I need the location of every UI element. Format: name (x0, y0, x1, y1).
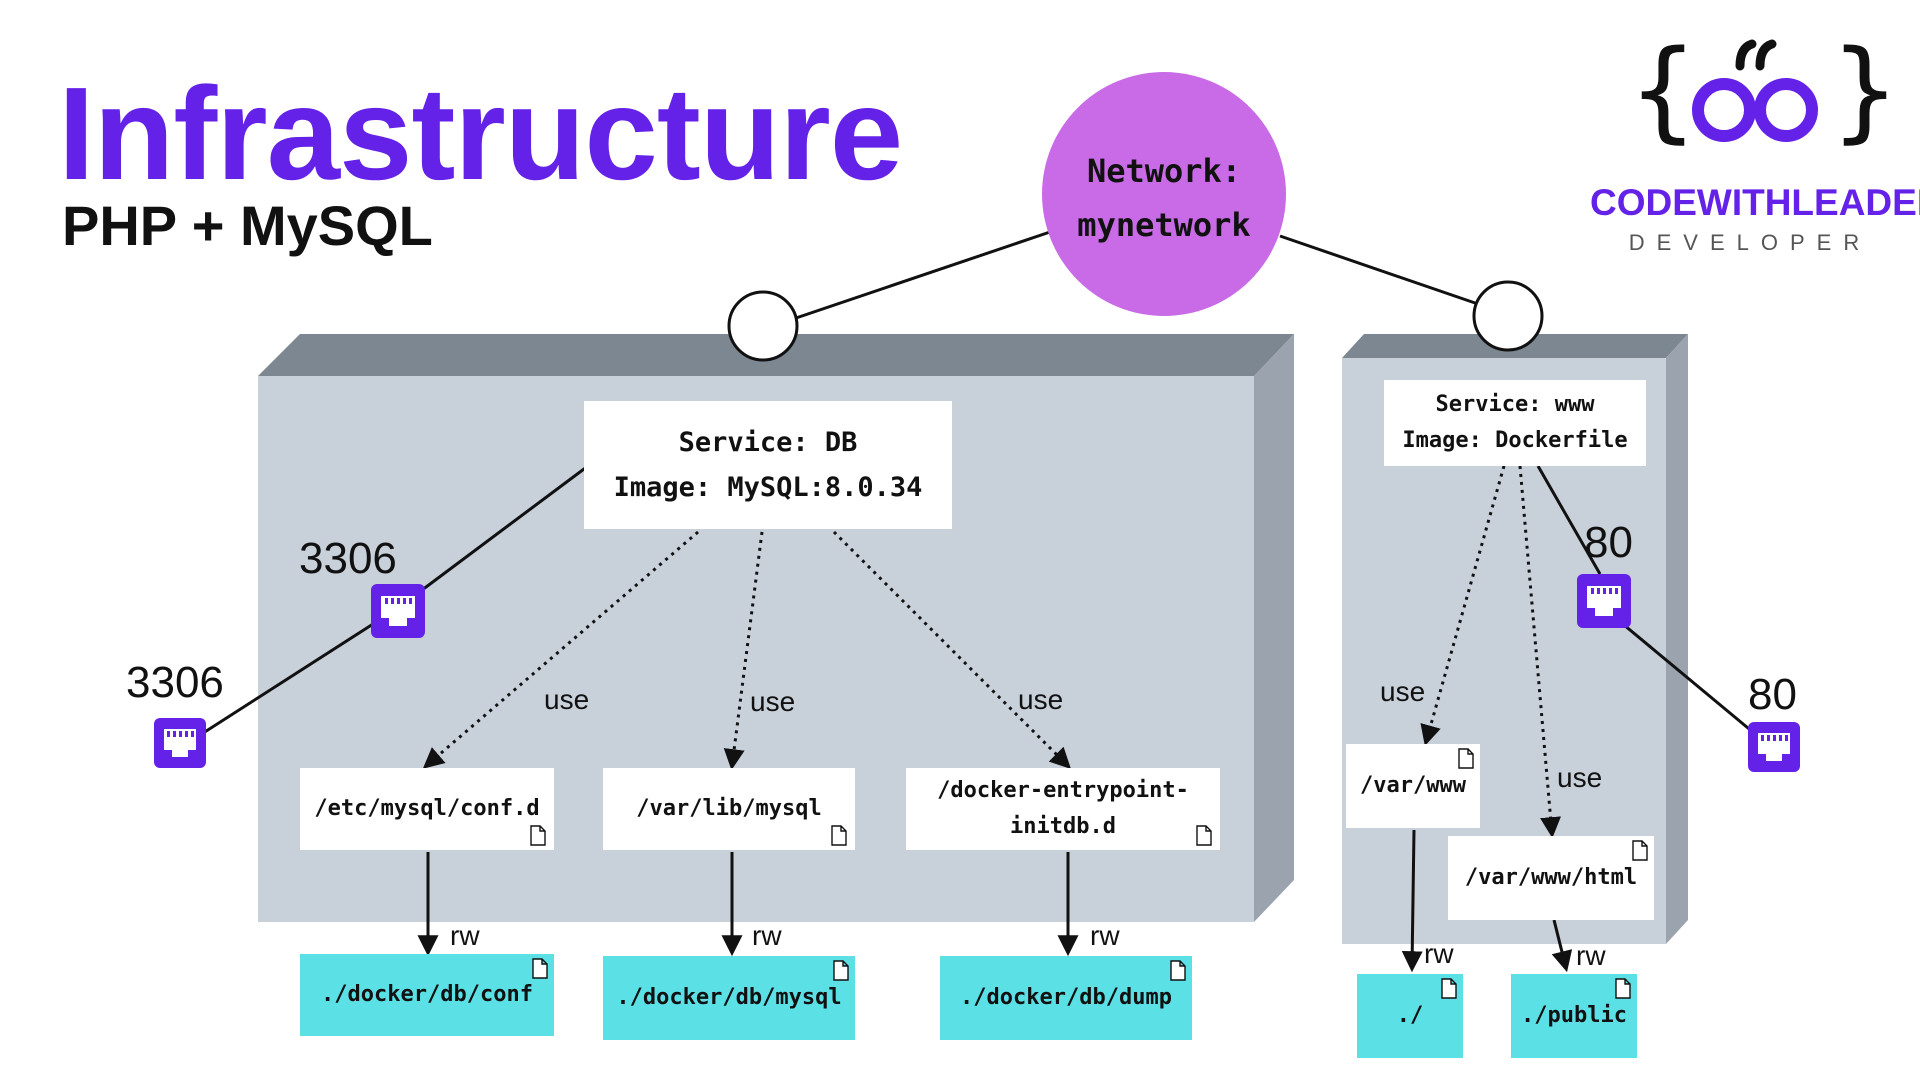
db-volume-host-1: ./docker/db/conf (300, 954, 554, 1036)
network-label-line2: mynetwork (1077, 206, 1251, 244)
ethernet-port-icon (1748, 722, 1800, 772)
host-path: ./docker/db/dump (960, 985, 1172, 1010)
www-network-joint (1472, 280, 1544, 352)
db-port-link-outer (185, 606, 399, 746)
brand-logo-mark: { } (1628, 26, 1900, 154)
www-volume-host-1: ./ (1357, 974, 1463, 1058)
rw-label: rw (1090, 920, 1120, 951)
db-volume-container-1: /etc/mysql/conf.d (300, 768, 554, 850)
www-use-arrow-2 (1518, 465, 1562, 839)
use-label: use (1018, 684, 1064, 715)
svg-text:}: } (1830, 26, 1900, 154)
db-volume-host-2: ./docker/db/mysql (603, 956, 855, 1040)
use-label: use (544, 684, 590, 715)
www-rw-arrow-1 (1401, 829, 1423, 973)
ethernet-port-icon (371, 584, 425, 638)
volume-path-line2: initdb.d (1010, 814, 1116, 839)
www-port-link-outer (1617, 618, 1761, 740)
ethernet-port-icon (1577, 574, 1631, 628)
db-network-link (795, 230, 1051, 320)
www-container-port: 80 (1584, 518, 1633, 567)
volume-path: /var/www (1360, 773, 1466, 798)
use-label: use (1557, 762, 1603, 793)
www-volume-host-2: ./public (1511, 974, 1637, 1058)
file-icon (530, 825, 546, 846)
volume-path: /etc/mysql/conf.d (314, 796, 540, 821)
page-subtitle: PHP + MySQL (62, 194, 433, 257)
file-icon (831, 825, 847, 846)
rw-label: rw (1576, 940, 1606, 971)
volume-path: /var/lib/mysql (636, 796, 822, 821)
brand-tagline: DEVELOPER (1628, 230, 1872, 255)
www-rw-arrow-2 (1551, 919, 1573, 973)
db-port-link-inner (397, 464, 589, 610)
host-path: ./public (1521, 1003, 1627, 1028)
www-network-link (1279, 234, 1479, 306)
file-icon (1441, 978, 1457, 999)
file-icon (833, 960, 849, 981)
file-icon (1458, 748, 1474, 769)
use-label: use (1380, 676, 1426, 707)
db-network-joint (727, 290, 799, 362)
db-service-box: Service: DB Image: MySQL:8.0.34 (584, 401, 952, 529)
db-volume-container-3: /docker-entrypoint- initdb.d (906, 768, 1220, 850)
ethernet-port-icon (154, 718, 206, 768)
volume-path: /var/www/html (1464, 865, 1638, 890)
host-path: ./ (1396, 1003, 1424, 1028)
www-port-link-inner (1536, 465, 1602, 575)
brand-logo: { } CODEWITHLEADER DEVELOPER (1590, 20, 1920, 260)
host-path: ./docker/db/conf (321, 982, 533, 1007)
www-service-image: Image: Dockerfile (1402, 428, 1628, 453)
rw-label: rw (450, 920, 480, 951)
db-service-name: Service: DB (678, 427, 858, 458)
db-host-port: 3306 (126, 658, 224, 707)
network-node (1042, 72, 1286, 316)
file-icon (1196, 825, 1212, 846)
www-service-box: Service: www Image: Dockerfile (1384, 380, 1646, 466)
db-service-image: Image: MySQL:8.0.34 (613, 472, 923, 503)
db-container-port: 3306 (299, 534, 397, 583)
db-volume-container-2: /var/lib/mysql (603, 768, 855, 850)
rw-label: rw (1424, 938, 1454, 969)
svg-text:{: { (1628, 26, 1698, 154)
host-path: ./docker/db/mysql (616, 985, 842, 1010)
rw-label: rw (752, 920, 782, 951)
www-service-name: Service: www (1435, 392, 1595, 417)
file-icon (1632, 840, 1648, 861)
www-volume-container-1: /var/www (1346, 744, 1480, 828)
use-label: use (750, 686, 796, 717)
db-volume-host-3: ./docker/db/dump (940, 956, 1192, 1040)
file-icon (532, 958, 548, 979)
file-icon (1615, 978, 1631, 999)
page-title: Infrastructure (58, 60, 903, 207)
file-icon (1170, 960, 1186, 981)
brand-name: CODEWITHLEADER (1590, 182, 1920, 223)
www-volume-container-2: /var/www/html (1448, 836, 1654, 920)
volume-path-line1: /docker-entrypoint- (937, 778, 1189, 803)
network-label: Network: mynetwork (1044, 144, 1284, 252)
www-host-port: 80 (1748, 670, 1797, 719)
network-label-line1: Network: (1086, 152, 1242, 190)
